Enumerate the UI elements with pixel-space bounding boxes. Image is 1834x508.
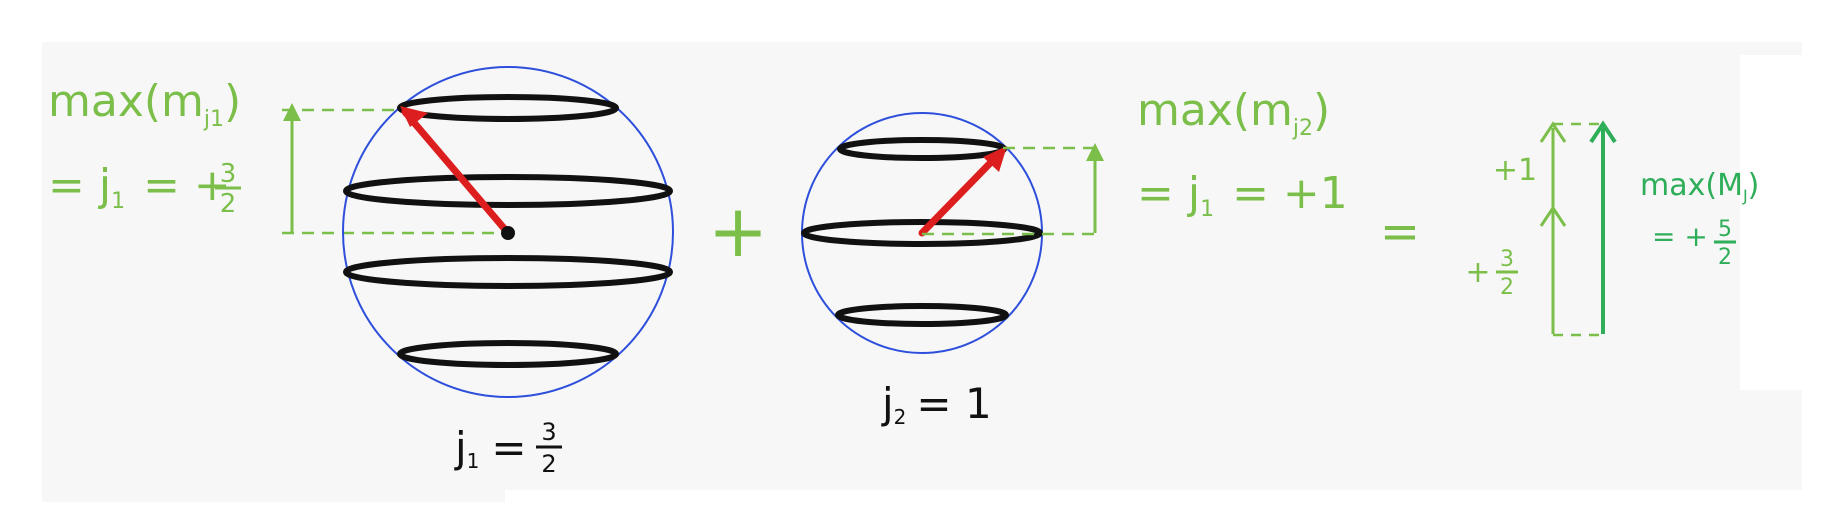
svg-text:= j1= +: = j1 = +: [48, 160, 231, 214]
sphere1-eq: =: [491, 423, 526, 472]
sphere1-frac-den: 2: [541, 450, 556, 478]
sphere1-j: j: [454, 423, 467, 472]
left-max-annotation: max(mj1) = j1 = + 3 2: [48, 76, 505, 235]
left-j-subscript: 1: [111, 189, 125, 214]
sphere2-vector-arrow-icon: [918, 146, 1007, 237]
left-max-label: max(m: [48, 76, 204, 127]
svg-text:j2= 1: j2 = 1: [881, 379, 992, 429]
left-value-label: = +: [143, 160, 231, 211]
sum-lower-frac-den: 2: [1500, 275, 1514, 300]
background-panel-bottom: [505, 490, 1802, 508]
sum-result-frac-den: 2: [1718, 245, 1732, 270]
plus-sign: +: [708, 189, 768, 273]
sphere1-icon: [342, 66, 674, 398]
left-max-subscript: j1: [203, 107, 224, 132]
sphere2-label: j2 = 1: [881, 379, 992, 429]
left-frac-den: 2: [220, 189, 237, 219]
svg-text:max(mj1): max(mj1): [48, 76, 241, 132]
svg-text:j1=: j1 =: [454, 423, 527, 473]
sphere2-eq: = 1: [916, 379, 991, 428]
right-max-label: max(m: [1137, 85, 1293, 136]
background-panel-right: [1740, 55, 1802, 390]
sum-result-frac-num: 5: [1718, 217, 1732, 242]
right-value-label: = +1: [1232, 168, 1348, 219]
sum-result-close: ): [1748, 168, 1760, 203]
right-j-subscript: 1: [1200, 197, 1214, 222]
equals-sign: =: [1380, 204, 1420, 260]
sum-lower-frac-num: 3: [1500, 247, 1514, 272]
sum-section: +1 + 3 2 max(MJ) = + 5 2: [1465, 120, 1759, 337]
left-frac-num: 3: [220, 159, 237, 189]
sum-upper-label: +1: [1493, 153, 1537, 188]
right-max-subscript: j2: [1292, 116, 1313, 141]
sum-result-max: max(M: [1640, 168, 1743, 203]
svg-text:max(mj2): max(mj2): [1137, 85, 1330, 141]
svg-text:max(MJ): max(MJ): [1640, 168, 1759, 205]
sum-result-arrowhead: [1589, 120, 1617, 144]
sphere1-sub: 1: [467, 449, 480, 473]
sphere1-label: j1 = 3 2: [454, 418, 562, 478]
right-max-close: ): [1313, 85, 1330, 136]
right-max-annotation: max(mj2) = j1 = +1: [922, 85, 1348, 236]
sphere2-sub: 2: [894, 405, 907, 429]
sphere1-vector-arrow-icon: [400, 106, 515, 240]
right-j-label: = j: [1137, 168, 1200, 219]
sphere2-j: j: [881, 379, 894, 428]
sum-result-subscript: J: [1742, 186, 1748, 205]
left-j-label: = j: [48, 160, 111, 211]
sum-result-eq: = +: [1652, 220, 1708, 253]
sphere1-frac-num: 3: [541, 418, 556, 446]
left-max-close: ): [224, 76, 241, 127]
sum-lower-plus: +: [1465, 255, 1490, 290]
svg-text:= j1= +1: = j1 = +1: [1137, 168, 1348, 222]
